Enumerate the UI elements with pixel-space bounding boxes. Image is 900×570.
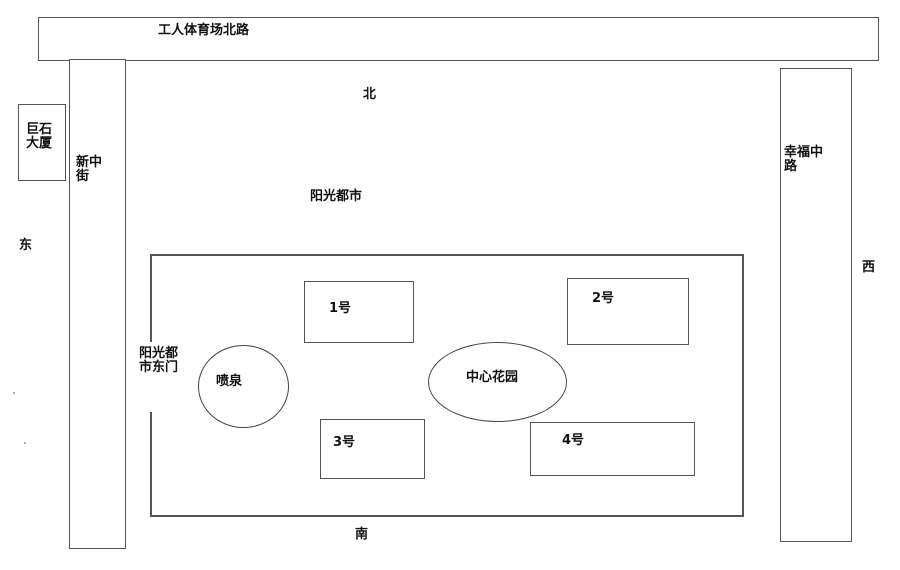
building-3 <box>320 419 425 479</box>
road-east-street-label: 新中街 <box>76 155 103 184</box>
stray-dot <box>24 442 26 444</box>
road-west <box>780 68 852 542</box>
east-gate-label: 阳光都市东门 <box>139 346 179 375</box>
direction-west: 西 <box>862 260 876 275</box>
fountain <box>198 345 289 428</box>
fountain-label: 喷泉 <box>216 374 243 389</box>
complex-left-wall-upper <box>150 254 152 342</box>
building-4 <box>530 422 695 476</box>
complex-top-wall <box>150 254 744 256</box>
road-east-street <box>69 59 126 549</box>
building-1-label: 1号 <box>329 301 352 316</box>
building-jushi <box>18 104 66 181</box>
building-jushi-label: 巨石大厦 <box>26 122 53 151</box>
road-north <box>38 17 879 61</box>
complex-right-wall <box>742 254 744 517</box>
complex-label: 阳光都市 <box>310 189 363 204</box>
direction-north: 北 <box>363 87 377 102</box>
building-1 <box>304 281 414 343</box>
road-west-label: 幸福中路 <box>784 145 824 174</box>
building-2-label: 2号 <box>592 291 615 306</box>
building-4-label: 4号 <box>562 433 585 448</box>
direction-east: 东 <box>19 238 33 253</box>
direction-south: 南 <box>355 527 369 542</box>
building-3-label: 3号 <box>333 435 356 450</box>
complex-left-wall-lower <box>150 412 152 517</box>
building-2 <box>567 278 689 345</box>
central-garden-label: 中心花园 <box>466 370 519 385</box>
road-north-label: 工人体育场北路 <box>158 23 250 38</box>
central-garden <box>428 342 567 422</box>
stray-dot <box>13 392 15 394</box>
complex-bottom-wall <box>150 515 744 517</box>
